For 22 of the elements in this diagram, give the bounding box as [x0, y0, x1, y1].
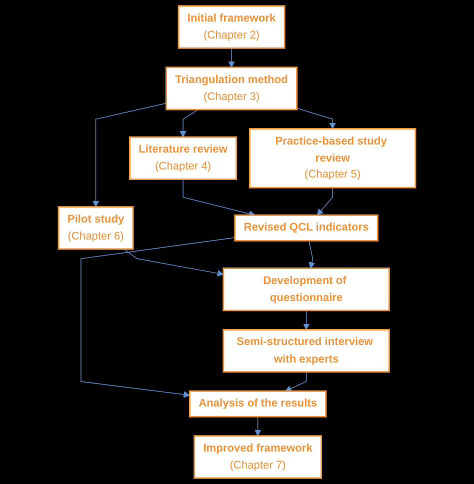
arrow — [180, 109, 199, 138]
node-box: Semi-structured interview with experts — [222, 328, 390, 373]
node-box: Pilot study (Chapter 6) — [58, 206, 134, 250]
arrow — [296, 108, 336, 130]
node-box: Triangulation method (Chapter 3) — [165, 66, 298, 110]
node-box: Initial framework (Chapter 2) — [178, 5, 286, 49]
arrow — [316, 187, 333, 216]
arrow — [92, 102, 167, 208]
arrow — [303, 310, 310, 330]
arrow — [124, 248, 224, 276]
arrow — [80, 237, 236, 398]
node-box: Improved framework (Chapter 7) — [194, 435, 322, 479]
arrow — [228, 48, 235, 68]
node-box: Analysis of the results — [188, 390, 327, 418]
arrow — [254, 416, 262, 436]
arrow — [182, 178, 256, 217]
node-box: Literature review (Chapter 4) — [129, 136, 238, 180]
arrow — [285, 372, 307, 392]
arrow — [308, 240, 316, 269]
node-box: Practice-based study review (Chapter 5) — [248, 128, 416, 188]
node-box: Revised QCL indicators — [234, 214, 378, 242]
node-box: Development of questionnaire — [222, 268, 390, 312]
